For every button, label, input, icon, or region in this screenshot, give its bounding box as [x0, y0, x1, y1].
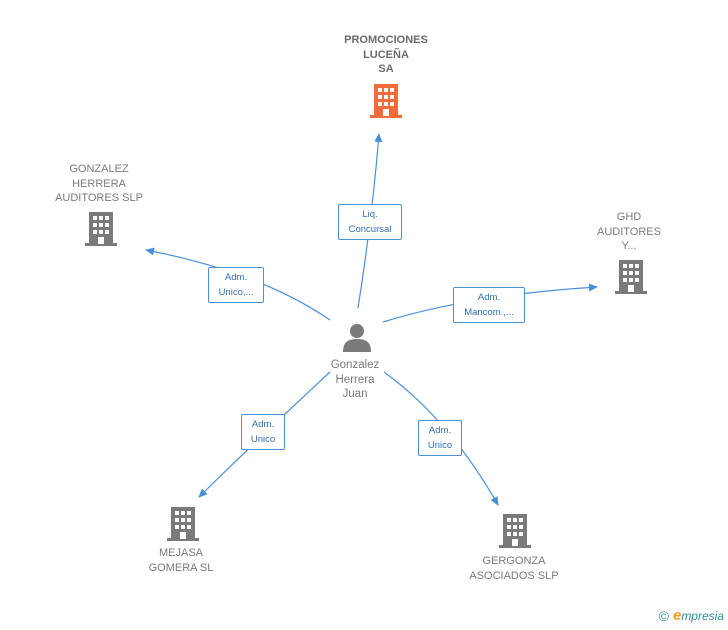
relation-label-ghd[interactable]: Adm. Mancom.,... — [453, 287, 525, 323]
building-icon — [370, 84, 402, 118]
relation-label-gonzalez-herrera[interactable]: Adm. Unico,... — [208, 267, 264, 303]
node-label-ghd[interactable]: GHD AUDITORES Y... — [597, 211, 661, 252]
relation-label-promociones[interactable]: Liq. Concursal — [338, 204, 402, 240]
node-label-promociones[interactable]: PROMOCIONES LUCEÑA SA — [344, 34, 428, 75]
relation-label-gergonza[interactable]: Adm. Unico — [418, 420, 462, 456]
node-label-mejasa[interactable]: MEJASA GOMERA SL — [148, 547, 214, 574]
building-icon — [615, 260, 647, 294]
node-label-gergonza[interactable]: GERGONZA ASOCIADOS SLP — [469, 555, 559, 582]
person-icon — [343, 324, 371, 352]
building-icon — [167, 507, 199, 541]
building-icon — [499, 514, 531, 548]
brand-logo: empresia — [672, 607, 724, 624]
copyright-icon: © — [658, 607, 669, 624]
center-person-label[interactable]: Gonzalez Herrera Juan — [330, 359, 380, 400]
node-label-gonzalez-herrera[interactable]: GONZALEZ HERRERA AUDITORES SLP — [55, 163, 143, 204]
building-icon — [85, 212, 117, 246]
footer-brand: © empresia — [659, 607, 724, 624]
relation-label-mejasa[interactable]: Adm. Unico — [241, 414, 285, 450]
